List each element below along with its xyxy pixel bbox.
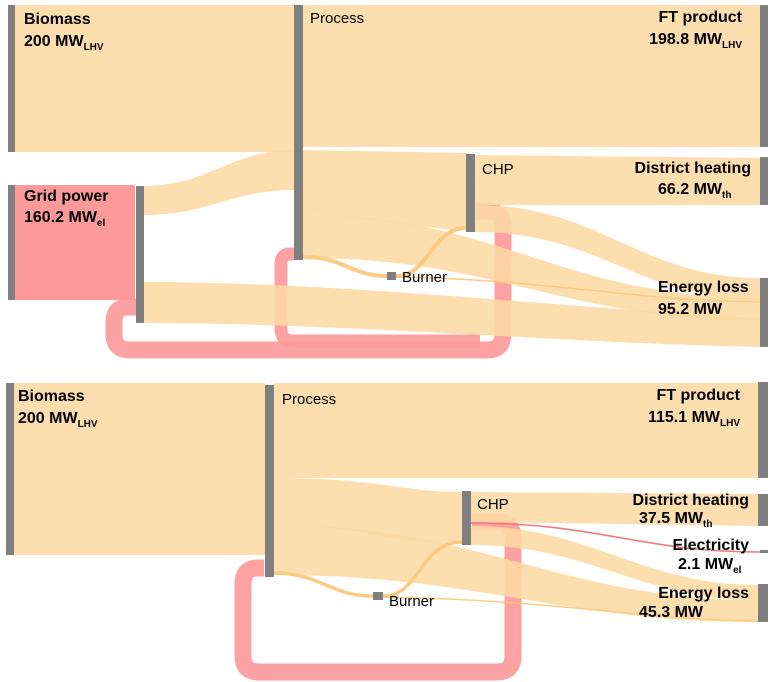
node-bar-burner bbox=[387, 272, 396, 280]
node-bar-chp-b bbox=[462, 491, 471, 545]
value-ft-product-b: 115.1 MWLHV bbox=[648, 409, 740, 429]
sankey-bottom: Biomass 200 MWLHV Process CHP Burner FT … bbox=[6, 382, 768, 681]
value-biomass-b: 200 MWLHV bbox=[18, 410, 98, 430]
node-bar-chp bbox=[466, 154, 475, 232]
value-electricity-b: 2.1 MWel bbox=[678, 556, 742, 576]
flow-process-energy-loss-b bbox=[274, 525, 758, 622]
label-district-heating-b: District heating bbox=[633, 492, 749, 509]
label-energy-loss: Energy loss bbox=[658, 279, 749, 296]
flow-process-ft-product bbox=[303, 5, 760, 147]
flow-biomass-process bbox=[14, 5, 295, 152]
flow-process-burner bbox=[302, 255, 389, 278]
node-bar-process bbox=[294, 5, 303, 260]
label-district-heating: District heating bbox=[635, 160, 751, 177]
flow-burner-chp-b bbox=[382, 540, 463, 598]
node-bar-energy-loss-b bbox=[758, 584, 768, 622]
node-bar-ft-product bbox=[760, 5, 768, 147]
node-bar-grid-out bbox=[136, 186, 144, 323]
label-energy-loss-b: Energy loss bbox=[658, 585, 749, 602]
node-bar-grid-power bbox=[8, 185, 15, 300]
label-burner: Burner bbox=[402, 269, 447, 286]
grid-power-source-block bbox=[8, 185, 135, 300]
value-ft-product: 198.8 MWLHV bbox=[649, 31, 742, 51]
node-bar-electricity-b bbox=[760, 550, 768, 553]
node-bar-process-b bbox=[265, 385, 274, 577]
value-district-heating: 66.2 MWth bbox=[658, 181, 731, 201]
flow-process-chp bbox=[303, 150, 467, 230]
value-energy-loss-b: 45.3 MW bbox=[639, 604, 704, 621]
flow-chp-electricity-b bbox=[470, 522, 761, 553]
flow-biomass-process-b bbox=[14, 383, 265, 555]
flow-chp-energy-loss-b bbox=[471, 526, 758, 600]
flow-grid-energy-loss bbox=[143, 282, 760, 347]
value-energy-loss: 95.2 MW bbox=[658, 301, 723, 318]
label-chp-b: CHP bbox=[477, 496, 509, 513]
label-grid-power: Grid power bbox=[24, 188, 108, 205]
flow-burner-loss bbox=[395, 276, 761, 303]
node-bar-ft-product-b bbox=[758, 382, 768, 478]
value-grid-power: 160.2 MWel bbox=[24, 209, 105, 229]
flow-process-energy-loss bbox=[303, 215, 760, 320]
flow-process-chp-b bbox=[274, 478, 462, 544]
value-district-heating-b: 37.5 MWth bbox=[639, 510, 712, 530]
node-bar-biomass bbox=[8, 5, 15, 152]
label-process: Process bbox=[310, 10, 364, 27]
label-ft-product: FT product bbox=[658, 9, 742, 26]
flow-burner-chp bbox=[395, 226, 468, 278]
label-ft-product-b: FT product bbox=[656, 387, 740, 404]
label-process-b: Process bbox=[282, 391, 336, 408]
flow-grid-process bbox=[143, 150, 295, 215]
label-electricity-b: Electricity bbox=[673, 537, 750, 554]
label-biomass-b: Biomass bbox=[18, 388, 85, 405]
node-bar-energy-loss bbox=[760, 278, 768, 347]
node-bar-district-heating-b bbox=[758, 494, 768, 526]
flow-chp-energy-loss bbox=[475, 205, 760, 300]
flow-process-ft-product-b bbox=[274, 383, 758, 478]
label-biomass: Biomass bbox=[24, 11, 91, 28]
sankey-top: Biomass 200 MWLHV Grid power 160.2 MWel … bbox=[8, 5, 768, 359]
value-biomass: 200 MWLHV bbox=[24, 33, 104, 53]
label-chp: CHP bbox=[482, 161, 514, 178]
flow-burner-loss-b bbox=[382, 596, 759, 622]
flow-process-burner-b bbox=[273, 571, 374, 598]
flow-chp-district-heating bbox=[475, 155, 760, 205]
node-bar-burner-b bbox=[373, 592, 383, 600]
node-bar-biomass-b bbox=[6, 383, 14, 555]
flow-chp-district-heating-b bbox=[471, 492, 758, 526]
node-bar-district-heating bbox=[760, 157, 768, 205]
label-burner-b: Burner bbox=[389, 593, 434, 610]
